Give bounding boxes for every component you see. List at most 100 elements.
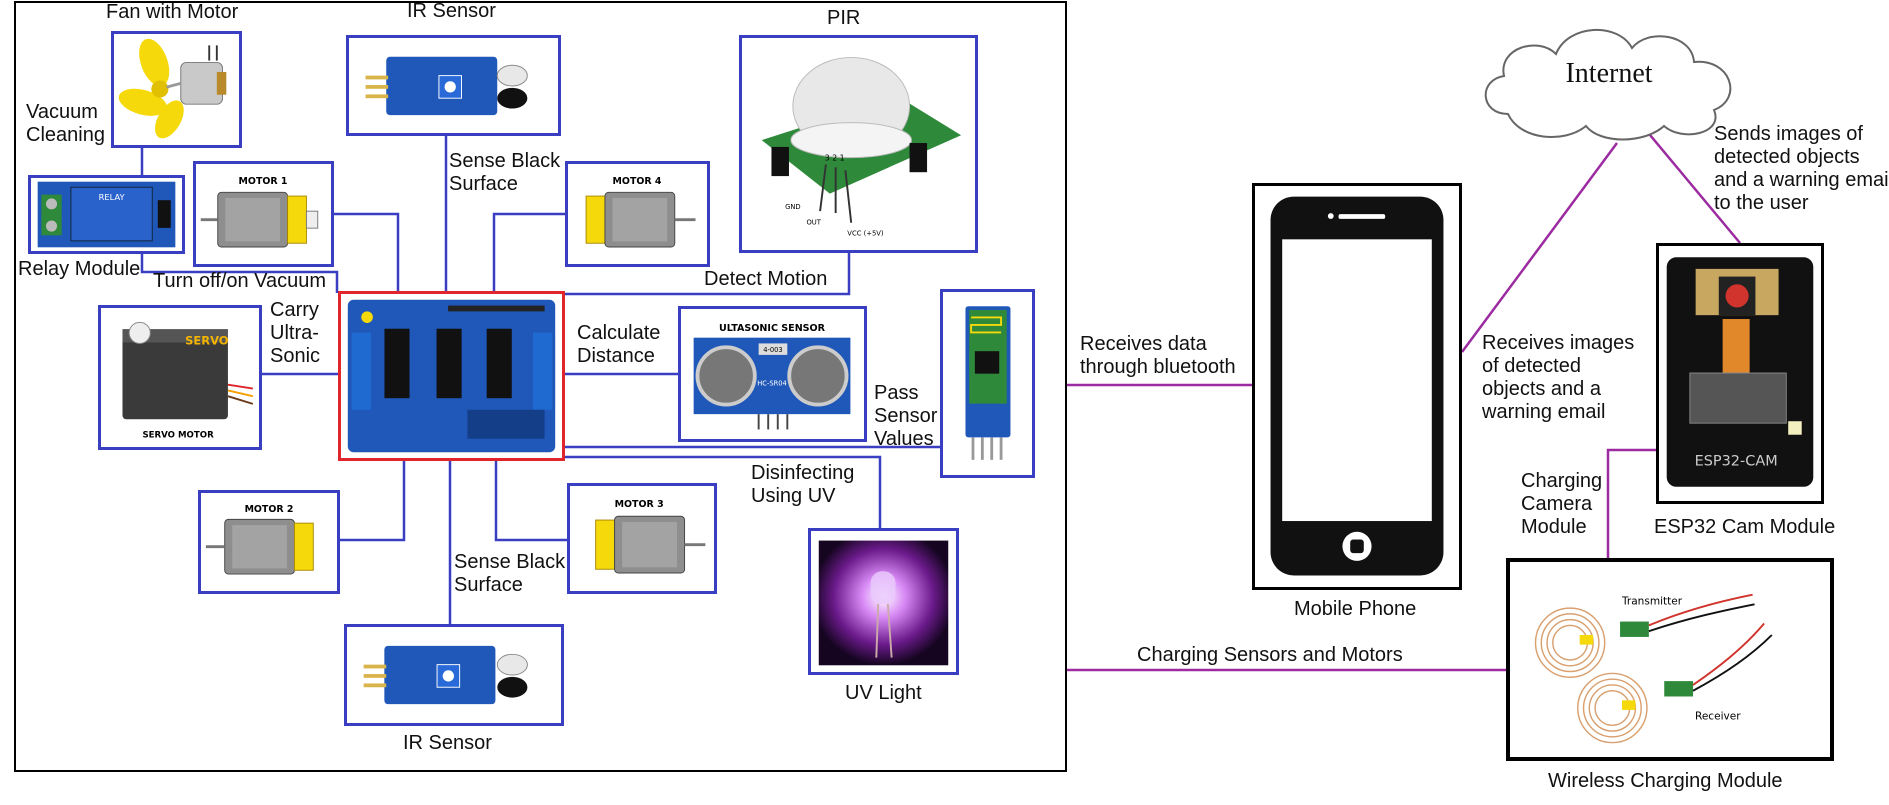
bluetooth-module-icon — [965, 306, 1011, 460]
sense-black-bottom-label-1: Sense Black — [454, 551, 566, 573]
motor-icon: MOTOR 2 — [205, 504, 314, 575]
vacuum-cleaning-label-1: Vacuum — [26, 101, 98, 123]
sends-images-label-4: to the user — [1714, 192, 1809, 214]
wire-relay-shield — [140, 254, 339, 293]
turn-vacuum-label: Turn off/on Vacuum — [153, 270, 327, 292]
uv-led-icon — [818, 540, 949, 666]
receiver-text: Receiver — [1695, 711, 1741, 723]
wire-charger-esp32 — [1606, 448, 1656, 558]
mobile-phone-box — [1252, 183, 1462, 590]
pir-box: 3 2 1 GND OUT VCC (+5V) — [739, 35, 978, 253]
motor-1-box: MOTOR 1 — [193, 161, 334, 267]
pir-out-text: OUT — [806, 219, 821, 227]
servo-icon: SERVO SERVO MOTOR — [122, 321, 254, 440]
vacuum-cleaning-label-2: Cleaning — [26, 124, 105, 146]
motor-1-text: MOTOR 1 — [239, 176, 288, 187]
wireless-coil-icon: Transmitter Receiver — [1534, 593, 1773, 744]
wireless-charging-box: Transmitter Receiver — [1506, 558, 1834, 761]
ir-sensor-top-label: IR Sensor — [407, 0, 496, 22]
wire-internet-phone — [1460, 142, 1619, 353]
ultrasonic-icon: ULTASONIC SENSOR 4-003 HC-SR04 — [693, 323, 851, 430]
carry-label-3: Sonic — [270, 345, 321, 367]
mobile-phone-label: Mobile Phone — [1294, 598, 1417, 620]
calculate-distance-label-1: Calculate — [577, 322, 661, 344]
pir-label: PIR — [827, 7, 861, 29]
cloud-icon — [1484, 28, 1732, 141]
wireless-charging-label: Wireless Charging Module — [1548, 770, 1783, 792]
uv-light-box — [808, 528, 959, 675]
servo-brand-text: SERVO — [185, 333, 229, 347]
charging-camera-label-1: Charging — [1521, 470, 1603, 492]
sends-images-label-3: and a warning email — [1714, 169, 1889, 191]
motor-icon: MOTOR 3 — [595, 499, 706, 574]
ir-sensor-icon — [363, 645, 528, 705]
disinfecting-label-2: Using UV — [751, 485, 836, 507]
relay-module-box: RELAY — [28, 175, 185, 254]
motor-3-text: MOTOR 3 — [615, 499, 664, 510]
motor-3-box: MOTOR 3 — [567, 483, 717, 594]
pir-gnd-text: GND — [785, 203, 801, 211]
pass-sensor-label-3: Values — [874, 428, 934, 450]
receives-bt-label-2: through bluetooth — [1080, 356, 1236, 378]
motor-2-box: MOTOR 2 — [198, 490, 340, 594]
ultrasonic-code-text: 4-003 — [763, 346, 782, 354]
wire-motor4-shield — [492, 212, 565, 293]
charging-sensors-label: Charging Sensors and Motors — [1137, 644, 1403, 666]
uv-light-label: UV Light — [845, 682, 922, 704]
pir-vcc-text: VCC (+5V) — [847, 229, 884, 237]
sense-black-top-label-1: Sense Black — [449, 150, 561, 172]
relay-module-label: Relay Module — [18, 258, 141, 280]
carry-label-2: Ultra- — [270, 322, 319, 344]
receives-images-label-3: objects and a — [1482, 378, 1601, 400]
pass-sensor-label-1: Pass — [874, 382, 919, 404]
receives-images-label-1: Receives images — [1482, 332, 1635, 354]
detect-motion-label: Detect Motion — [704, 268, 828, 290]
charging-camera-label-3: Module — [1521, 516, 1587, 538]
sends-images-label-1: Sends images of — [1714, 123, 1863, 145]
internet-label: Internet — [1565, 58, 1653, 89]
wire-shield-motor3 — [494, 460, 567, 542]
relay-icon: RELAY — [37, 181, 176, 248]
bluetooth-box — [940, 289, 1035, 478]
esp32-module-label: ESP32 Cam Module — [1654, 516, 1836, 538]
motor-icon: MOTOR 4 — [585, 176, 696, 248]
smartphone-icon — [1270, 196, 1444, 576]
pass-sensor-label-2: Sensor — [874, 405, 938, 427]
transmitter-text: Transmitter — [1621, 595, 1683, 607]
fan-motor-box — [111, 31, 242, 148]
motor-4-text: MOTOR 4 — [613, 176, 662, 187]
ultrasonic-box: ULTASONIC SENSOR 4-003 HC-SR04 — [678, 306, 867, 442]
relay-print-text: RELAY — [99, 192, 126, 202]
ir-sensor-bottom-label: IR Sensor — [403, 732, 492, 754]
wire-motor1-shield — [334, 212, 400, 293]
wire-pir-shield — [563, 253, 851, 296]
sense-black-top-label-2: Surface — [449, 173, 518, 195]
wire-internet-esp32 — [1649, 134, 1741, 244]
fan-icon — [118, 38, 227, 139]
ultrasonic-title-text: ULTASONIC SENSOR — [719, 323, 826, 334]
calculate-distance-label-2: Distance — [577, 345, 655, 367]
motor-shield-box — [338, 291, 565, 461]
pir-pins-text: 3 2 1 — [825, 154, 845, 163]
receives-images-label-2: of detected — [1482, 355, 1581, 377]
esp32-print-text: ESP32-CAM — [1695, 454, 1778, 470]
esp32-cam-icon: ESP32-CAM — [1666, 257, 1814, 487]
motor-2-text: MOTOR 2 — [245, 504, 294, 515]
internet-cloud: Internet — [1468, 18, 1750, 146]
pir-sensor-icon: 3 2 1 GND OUT VCC (+5V) — [761, 56, 962, 237]
carry-label-1: Carry — [270, 299, 319, 321]
sends-images-label-2: detected objects — [1714, 146, 1860, 168]
servo-box: SERVO SERVO MOTOR — [98, 305, 262, 450]
motor-icon: MOTOR 1 — [200, 176, 319, 248]
ir-sensor-icon — [365, 56, 528, 116]
ultrasonic-chip-text: HC-SR04 — [757, 379, 787, 387]
motor-shield-icon — [347, 299, 556, 453]
sense-black-bottom-label-2: Surface — [454, 574, 523, 596]
fan-motor-label: Fan with Motor — [106, 1, 239, 23]
servo-caption-text: SERVO MOTOR — [142, 430, 214, 440]
ir-sensor-bottom-box — [344, 624, 564, 726]
receives-bt-label-1: Receives data — [1080, 333, 1207, 355]
esp32-cam-box: ESP32-CAM — [1656, 243, 1824, 504]
disinfecting-label-1: Disinfecting — [751, 462, 855, 484]
